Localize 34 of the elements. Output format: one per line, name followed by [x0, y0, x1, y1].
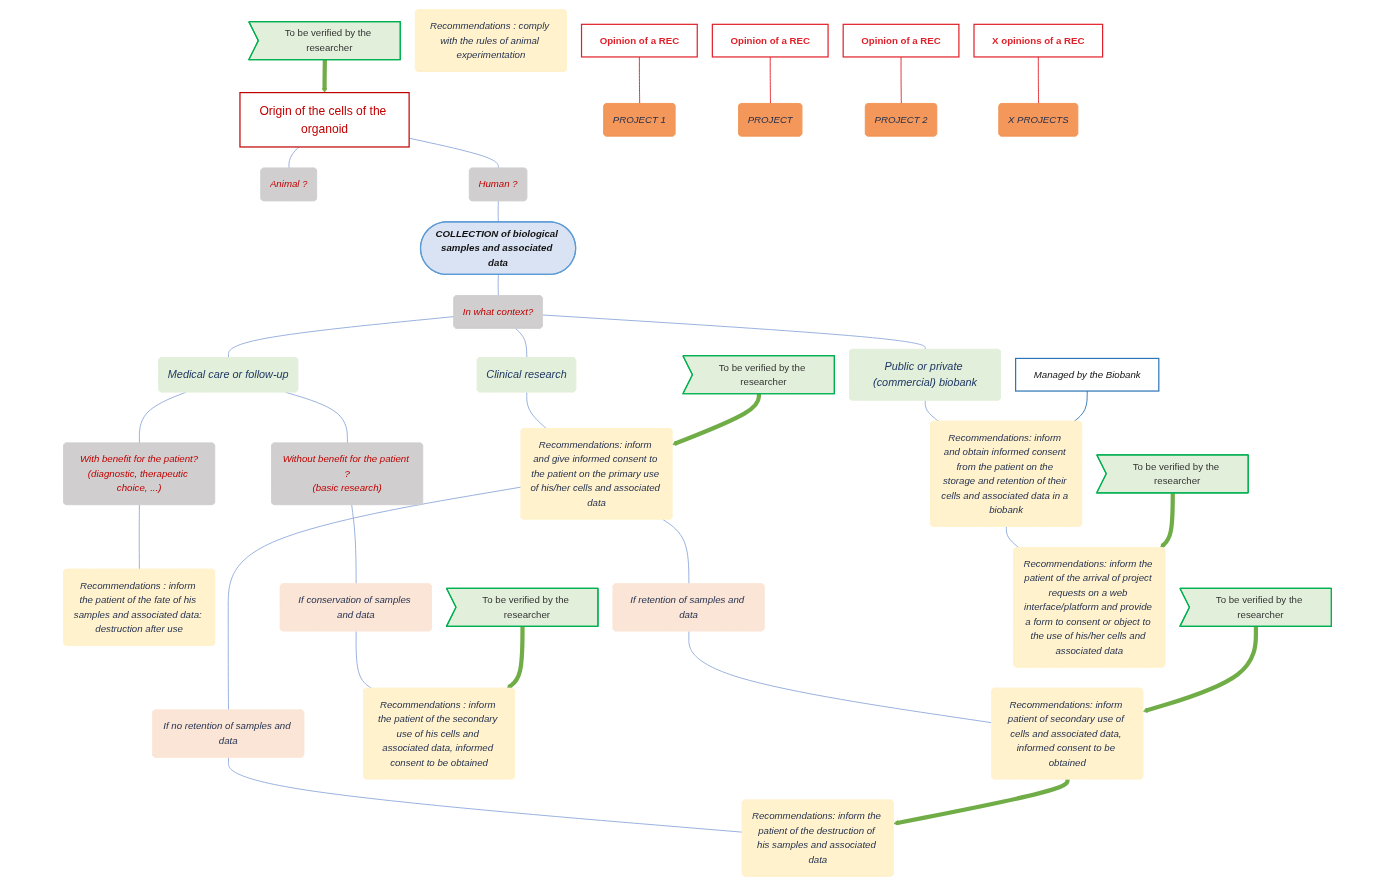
connector — [900, 56, 902, 105]
connector — [228, 757, 744, 833]
connector — [662, 518, 690, 585]
connector — [288, 146, 300, 169]
node-box: Managed by the Biobank — [1015, 357, 1160, 392]
node-box: Opinion of a REC — [842, 23, 960, 58]
arrow — [321, 59, 328, 93]
connector — [1073, 390, 1088, 422]
node-box: Opinion of a REC — [711, 23, 829, 58]
connector — [924, 399, 940, 422]
connector — [351, 504, 357, 585]
connector — [769, 56, 771, 105]
connector — [688, 630, 993, 724]
node-box: Opinion of a REC — [580, 23, 698, 58]
connector — [638, 56, 641, 105]
connector — [542, 314, 926, 351]
connector — [285, 391, 348, 444]
node-box: X opinions of a REC — [973, 23, 1104, 58]
connector — [227, 486, 522, 711]
connector — [1005, 526, 1020, 549]
connector — [497, 274, 499, 297]
connector — [515, 328, 528, 359]
connector — [497, 200, 499, 223]
arrow — [506, 626, 525, 689]
connector — [138, 391, 187, 444]
arrow — [893, 778, 1070, 826]
connector — [228, 316, 455, 359]
connector — [1037, 56, 1040, 105]
arrow — [1160, 493, 1175, 549]
arrow — [1142, 626, 1259, 713]
connector — [526, 391, 548, 430]
node-box: Origin of the cells of the organoid — [239, 92, 410, 148]
connector — [355, 630, 373, 690]
connector — [138, 504, 140, 571]
